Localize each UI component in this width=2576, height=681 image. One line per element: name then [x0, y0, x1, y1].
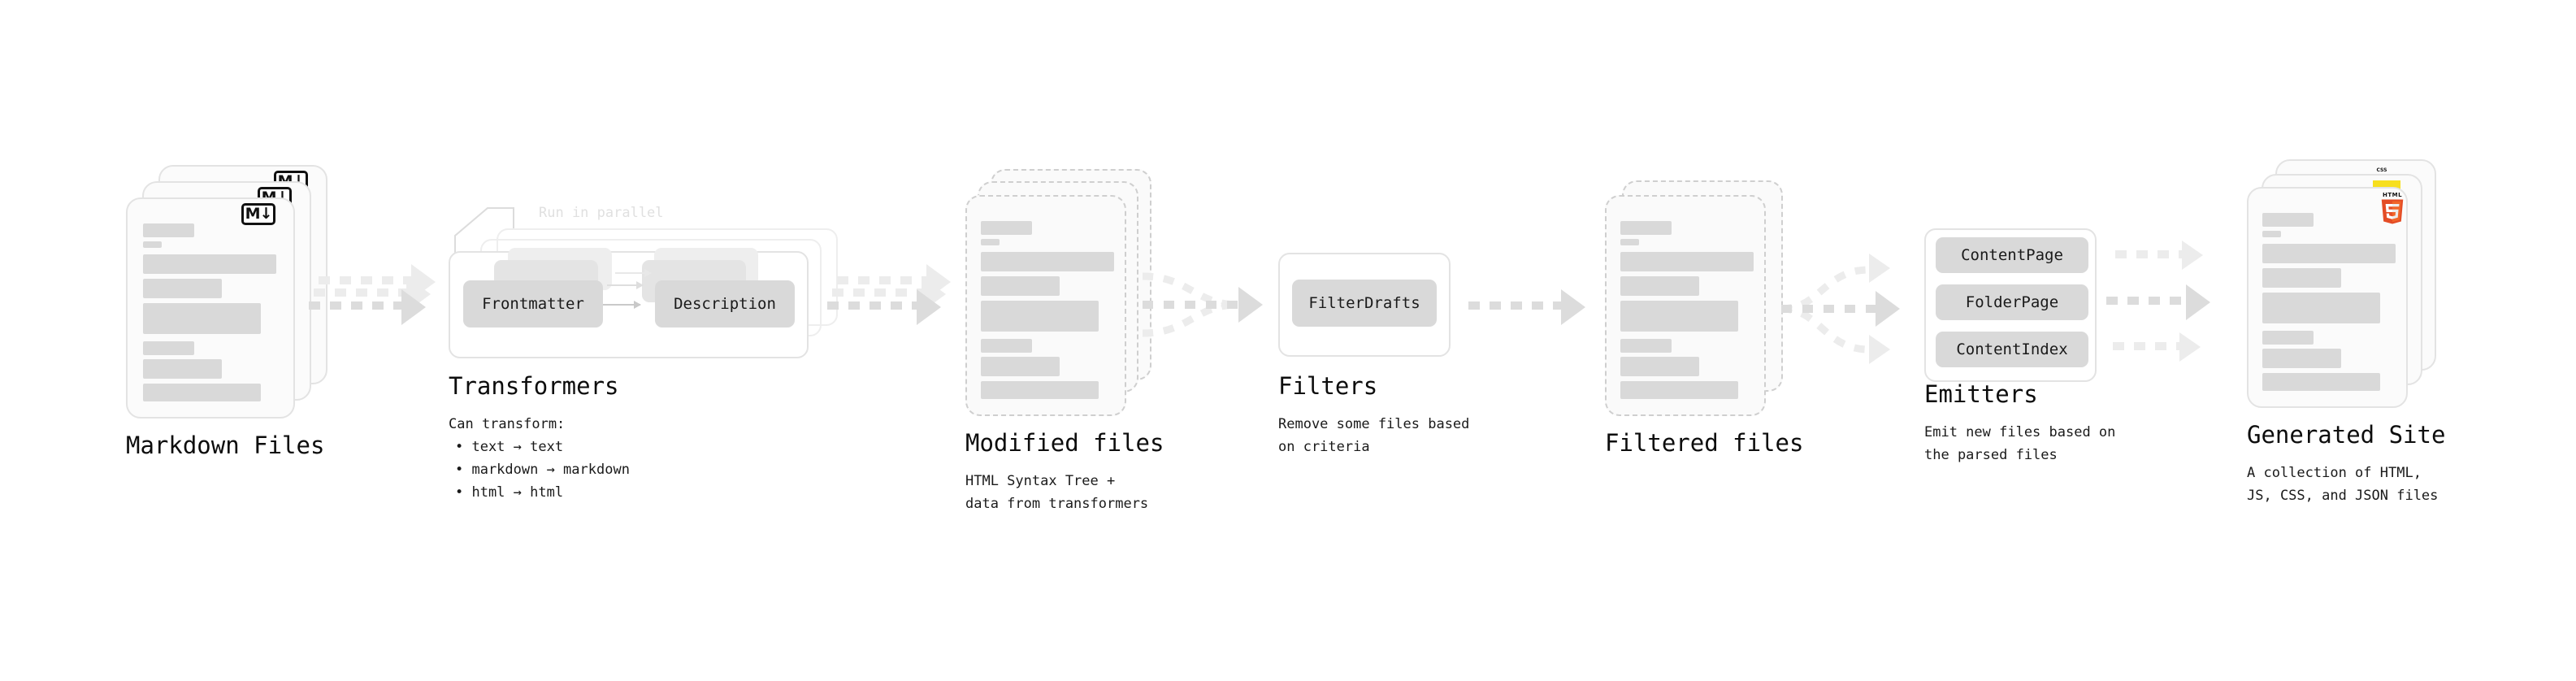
skeleton-bar	[981, 381, 1099, 399]
modified-files-title: Modified files	[965, 429, 1164, 457]
html5-icon-label: HTML	[2382, 192, 2403, 198]
transformers-bullet-1: • markdown → markdown	[455, 462, 630, 478]
skeleton-bar	[981, 357, 1060, 376]
skeleton-bar	[2262, 373, 2380, 391]
transformer-inner-arrow	[615, 269, 652, 277]
skeleton-bar	[2262, 349, 2341, 368]
run-in-parallel-bracket	[454, 207, 514, 263]
skeleton-bar	[981, 252, 1114, 271]
html5-icon: HTML	[2378, 192, 2407, 226]
skeleton-bar	[1620, 381, 1738, 399]
filtered-files-title: Filtered files	[1605, 429, 1804, 457]
transformer-inner-arrow	[607, 281, 644, 289]
emitters-description: Emit new files based on the parsed files	[1924, 424, 2116, 463]
skeleton-bar	[143, 384, 261, 401]
skeleton-bar	[1620, 276, 1699, 296]
skeleton-bar	[981, 221, 1032, 235]
skeleton-bar	[2262, 231, 2281, 237]
skeleton-bar	[2262, 331, 2314, 345]
skeleton-bar	[143, 223, 194, 237]
skeleton-bar	[1620, 357, 1699, 376]
skeleton-bar	[981, 276, 1060, 296]
transformers-title: Transformers	[449, 372, 619, 400]
skeleton-bar	[143, 303, 261, 334]
skeleton-bar	[2262, 244, 2396, 263]
css-icon-label: CSS	[2376, 167, 2387, 173]
transformer-chip-frontmatter[interactable]: Frontmatter	[463, 280, 603, 327]
skeleton-bar	[2262, 213, 2314, 227]
skeleton-bar	[143, 341, 194, 355]
skeleton-bar	[981, 339, 1032, 353]
generated-site-title: Generated Site	[2247, 421, 2446, 449]
skeleton-bar	[1620, 252, 1754, 271]
transformer-chip-description[interactable]: Description	[655, 280, 795, 327]
transformers-bullet-2: • html → html	[455, 484, 564, 501]
filters-description: Remove some files based on criteria	[1278, 416, 1470, 455]
skeleton-bar	[2262, 268, 2341, 288]
emitters-title: Emitters	[1924, 380, 2038, 408]
filters-title: Filters	[1278, 372, 1378, 400]
emitter-chip-folderpage[interactable]: FolderPage	[1936, 284, 2088, 320]
transformers-bullet-0: • text → text	[455, 439, 564, 455]
emitter-chip-contentindex[interactable]: ContentIndex	[1936, 332, 2088, 367]
transformers-description: Can transform:	[449, 416, 566, 432]
skeleton-bar	[143, 359, 222, 379]
emitter-chip-contentpage[interactable]: ContentPage	[1936, 237, 2088, 273]
modified-files-description: HTML Syntax Tree + data from transformer…	[965, 473, 1149, 512]
skeleton-bar	[1620, 301, 1738, 332]
generated-site-description: A collection of HTML, JS, CSS, and JSON …	[2247, 465, 2439, 504]
markdown-icon: M↓	[241, 203, 275, 225]
run-in-parallel-note: Run in parallel	[539, 205, 664, 221]
transformer-inner-arrow	[598, 301, 641, 309]
skeleton-bar	[143, 241, 162, 248]
filter-chip-filterdrafts[interactable]: FilterDrafts	[1292, 280, 1437, 327]
skeleton-bar	[1620, 339, 1672, 353]
html5-shield-glyph	[2381, 199, 2404, 224]
skeleton-bar	[981, 301, 1099, 332]
skeleton-bar	[2262, 293, 2380, 323]
skeleton-bar	[143, 254, 276, 274]
skeleton-bar	[981, 239, 1000, 245]
skeleton-bar	[1620, 239, 1639, 245]
transformers-bullets: • text → text • markdown → markdown • ht…	[455, 436, 630, 504]
markdown-files-title: Markdown Files	[126, 432, 325, 459]
skeleton-bar	[143, 279, 222, 298]
skeleton-bar	[1620, 221, 1672, 235]
